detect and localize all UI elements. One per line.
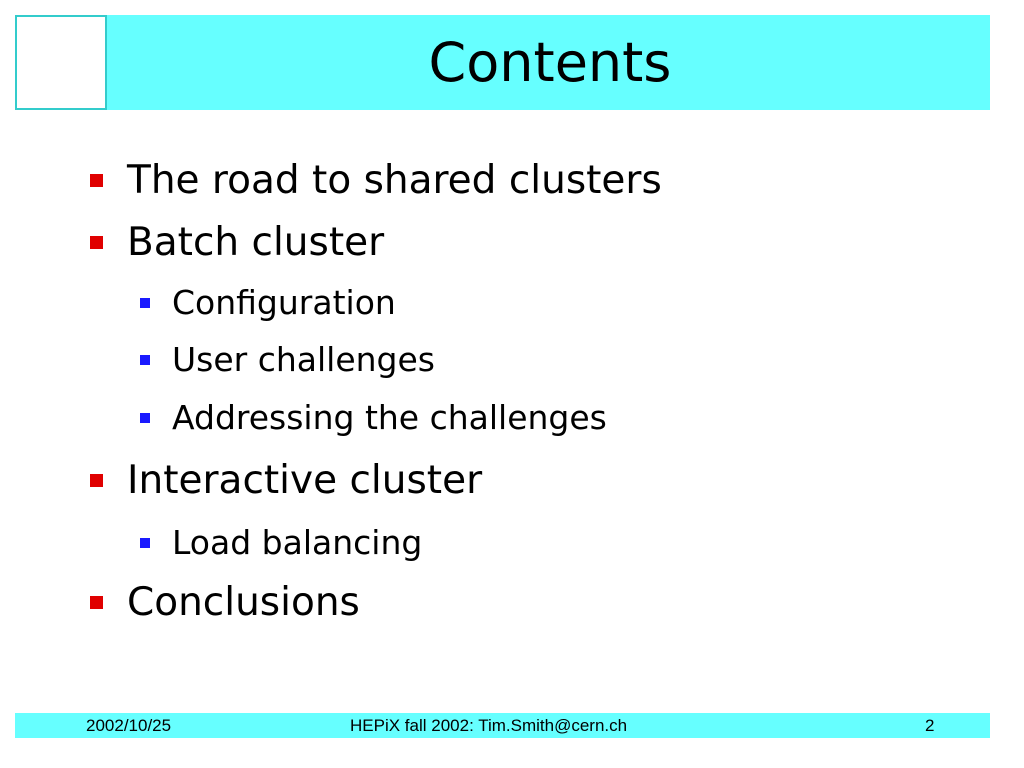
red-square-bullet-icon	[90, 596, 103, 609]
footer-date: 2002/10/25	[86, 716, 172, 735]
sub-bullet-label: Configuration	[172, 283, 396, 322]
bullet-item: Batch cluster	[90, 220, 384, 265]
sub-bullet-item: Configuration	[140, 283, 396, 322]
sub-bullet-label: Load balancing	[172, 523, 423, 562]
footer-center-text: HEPiX fall 2002: Tim.Smith@cern.ch	[350, 716, 628, 735]
footer-page-number: 2	[925, 716, 935, 735]
red-square-bullet-icon	[90, 174, 103, 187]
bullet-label: Batch cluster	[127, 220, 385, 265]
slide-title: Contents	[428, 31, 672, 94]
bullet-label: Interactive cluster	[127, 458, 483, 503]
title-bar	[15, 15, 990, 110]
sub-bullet-item: User challenges	[140, 340, 435, 379]
bullet-label: The road to shared clusters	[127, 158, 662, 203]
sub-bullet-label: User challenges	[172, 340, 435, 379]
sub-bullet-item: Addressing the challenges	[140, 398, 607, 437]
blue-square-bullet-icon	[140, 537, 150, 548]
footer-bar	[15, 713, 990, 738]
blue-square-bullet-icon	[140, 297, 150, 308]
blue-square-bullet-icon	[140, 354, 150, 365]
bullet-item: Interactive cluster	[90, 458, 482, 503]
red-square-bullet-icon	[90, 236, 103, 249]
title-decoration-box	[15, 15, 107, 110]
bullet-item: Conclusions	[90, 580, 360, 625]
blue-square-bullet-icon	[140, 412, 150, 423]
sub-bullet-item: Load balancing	[140, 523, 422, 562]
bullet-label: Conclusions	[127, 580, 360, 625]
bullet-item: The road to shared clusters	[90, 158, 662, 203]
sub-bullet-label: Addressing the challenges	[172, 398, 607, 437]
red-square-bullet-icon	[90, 474, 103, 487]
